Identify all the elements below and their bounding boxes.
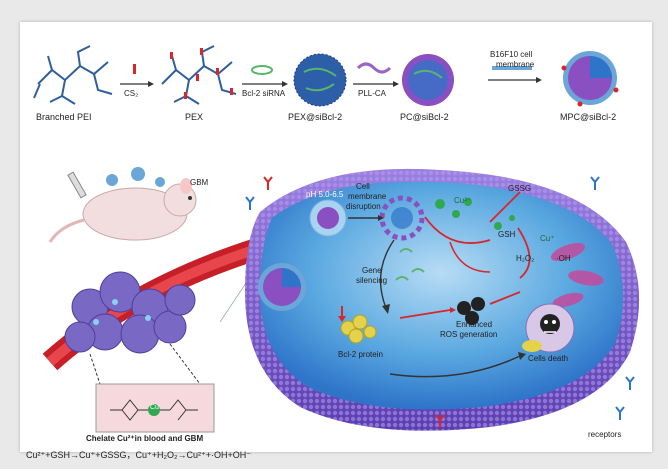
label-gene-1: Gene (362, 266, 382, 275)
label-cu-2plus: Cu²⁺ (454, 196, 472, 205)
label-gbm: GBM (190, 178, 209, 187)
syringe-icon (67, 171, 87, 199)
cs2-icon (133, 64, 136, 74)
receptors-icon (245, 176, 635, 420)
sirna-icon (251, 65, 273, 75)
reaction-equation: Cu²⁺+GSH→Cu⁺+GSSG，Cu⁺+H₂O₂→Cu²⁺+·OH+OH⁻ (26, 450, 252, 460)
label-oh: ·OH (556, 254, 571, 263)
label-membrane-1: B16F10 cell (490, 50, 533, 59)
label-ros-2: ROS generation (440, 330, 498, 339)
chelate-caption: Chelate Cu²⁺in blood and GBM (86, 434, 204, 443)
branched-pei-icon (33, 45, 113, 105)
pex-sirna-particle (294, 54, 346, 106)
label-membrane-2: membrane (496, 60, 535, 69)
label-disruption-1: Cell (356, 182, 370, 191)
copper-ions (435, 198, 515, 230)
mitochondria-icon (550, 242, 604, 308)
label-bcl2: Bcl-2 protein (338, 350, 383, 359)
label-cu-plus: Cu⁺ (540, 234, 555, 243)
cytoplasm (260, 181, 624, 410)
label-branched-pei: Branched PEI (36, 112, 92, 122)
mechanism-illustration (42, 167, 640, 433)
floating-particles (106, 167, 165, 187)
label-pex-sirna: PEX@siBcl-2 (288, 112, 343, 122)
label-death: Cells death (528, 354, 569, 363)
label-disruption-3: disruption (346, 202, 381, 211)
label-receptors: receptors (588, 430, 622, 439)
mouse-icon (48, 178, 197, 243)
disrupted-particle (379, 195, 425, 241)
label-h2o2: H₂O₂ (516, 254, 535, 263)
bcl2-protein-icon (340, 314, 377, 344)
label-gssg: GSSG (508, 184, 532, 193)
label-pllca: PLL-CA (358, 89, 387, 98)
ros-icon (457, 297, 485, 325)
pllca-icon (356, 62, 392, 74)
label-disruption-2: membrane (348, 192, 387, 201)
synthesis-diagram (33, 45, 619, 107)
copper-ion-icon (148, 404, 160, 416)
label-gene-2: silencing (356, 276, 388, 285)
label-copper: Cu (150, 404, 159, 411)
label-cs2: CS₂ (124, 89, 139, 98)
label-mpc-sirna: MPC@siBcl-2 (560, 112, 617, 122)
tumor-cluster (64, 271, 196, 354)
label-ph: pH 5.0-6.5 (306, 190, 344, 199)
figure-panel: Branched PEI CS₂ PEX Bcl-2 siRNA PEX@siB… (20, 22, 652, 460)
label-pex: PEX (185, 112, 204, 122)
label-gsh: GSH (498, 230, 516, 239)
label-pc-sirna: PC@siBcl-2 (400, 112, 449, 122)
sirna-strands (395, 248, 425, 281)
label-sirna: Bcl-2 siRNA (242, 89, 286, 98)
label-ros-1: Enhanced (456, 320, 493, 329)
